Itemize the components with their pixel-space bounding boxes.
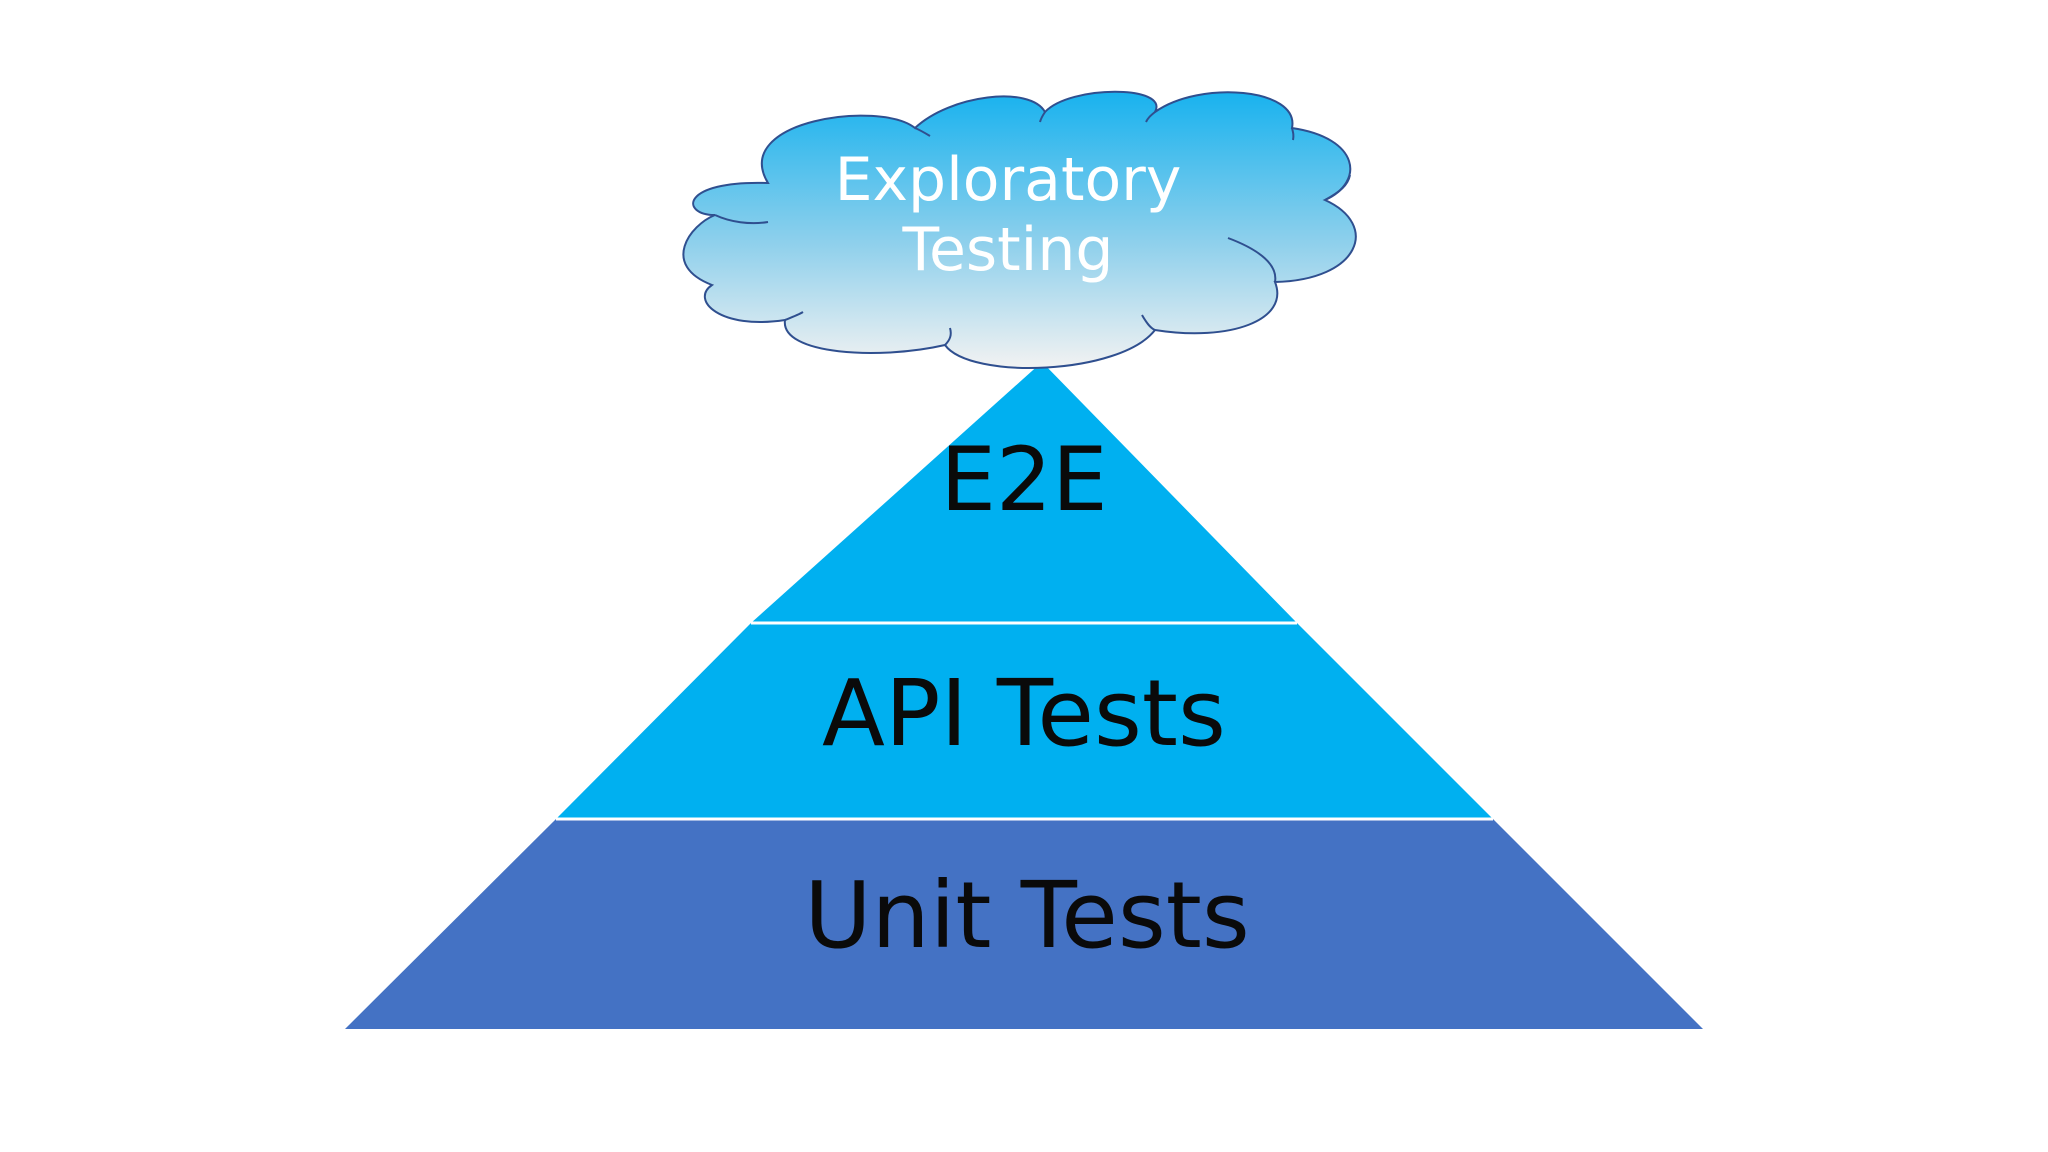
cloud-puff-line — [1145, 111, 1156, 123]
cloud-puff-line — [1324, 174, 1351, 201]
cloud-puff-line — [714, 214, 769, 225]
cloud-puff-line — [1291, 127, 1295, 141]
layer-label-unit-tests: Unit Tests — [804, 862, 1250, 969]
exploratory-testing-cloud: Exploratory Testing — [682, 90, 1357, 369]
pyramid-layer-unit-tests — [345, 819, 1703, 1029]
cloud-puff-line — [1141, 314, 1156, 331]
layer-label-api-tests: API Tests — [822, 660, 1226, 767]
cloud-label-line2: Testing — [902, 215, 1114, 285]
cloud-puff-line — [1039, 111, 1046, 123]
cloud-puff-line — [914, 127, 931, 137]
cloud-puff-line — [1227, 237, 1277, 283]
cloud-puff-line — [784, 311, 804, 321]
cloud-puff-line — [944, 327, 952, 346]
pyramid-layer-e2e — [751, 362, 1297, 623]
pyramid-layer-api-tests — [556, 623, 1493, 819]
pyramid: E2E API Tests Unit Tests — [345, 362, 1703, 1029]
layer-label-e2e: E2E — [940, 428, 1107, 531]
cloud-label-line1: Exploratory — [835, 145, 1182, 215]
cloud-shape — [682, 90, 1357, 369]
